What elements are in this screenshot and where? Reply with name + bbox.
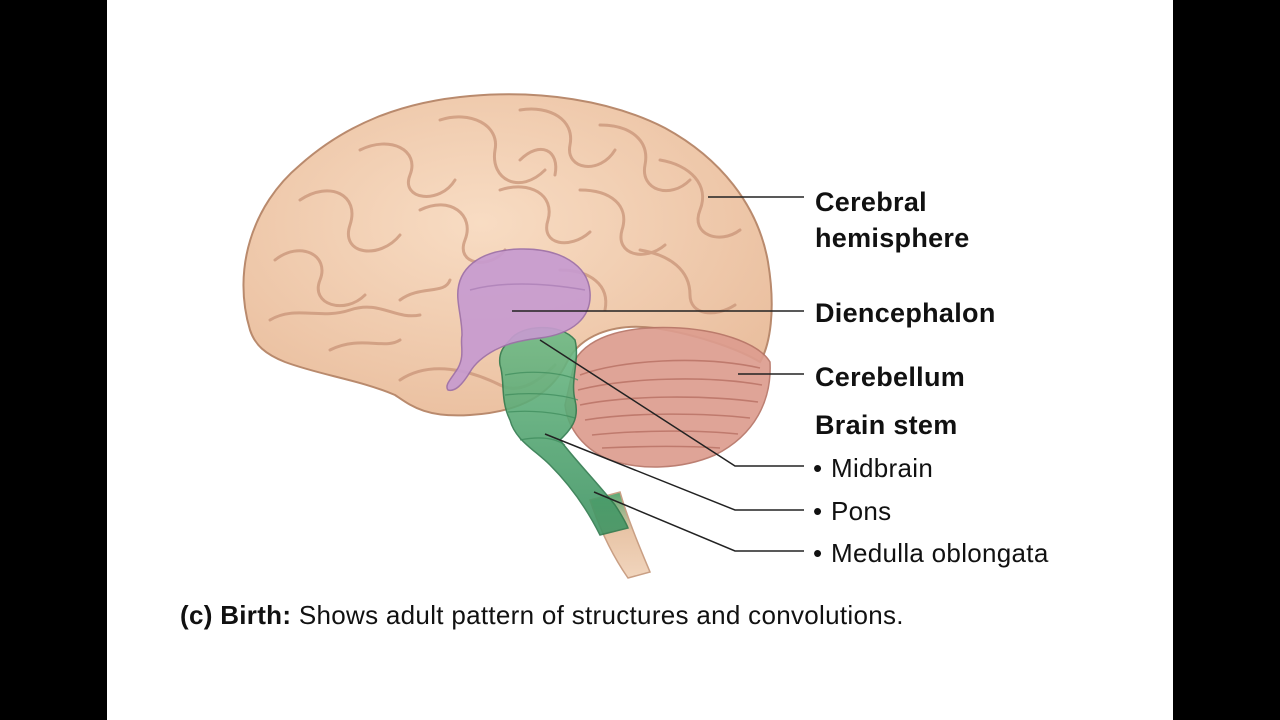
label-cerebral-line1: Cerebral xyxy=(815,187,927,217)
bullet: • xyxy=(813,453,823,483)
label-diencephalon: Diencephalon xyxy=(815,298,996,328)
label-pons: • Pons xyxy=(813,496,891,526)
leader-pons xyxy=(544,433,804,511)
bullet: • xyxy=(813,538,823,568)
label-midbrain: • Midbrain xyxy=(813,453,933,483)
label-pons-text: Pons xyxy=(831,496,892,526)
brain-stem xyxy=(498,326,629,536)
label-medulla: • Medulla oblongata xyxy=(813,538,1049,568)
label-cerebellum: Cerebellum xyxy=(815,362,966,392)
leader-lines xyxy=(512,196,804,552)
leader-medulla xyxy=(593,491,804,552)
leader-midbrain xyxy=(539,339,804,467)
cerebellum-folia xyxy=(577,359,763,449)
brain-stem-texture xyxy=(504,371,579,446)
diencephalon xyxy=(446,248,591,392)
figure-caption: (c) Birth: Shows adult pattern of struct… xyxy=(180,600,904,631)
label-brain-stem: Brain stem xyxy=(815,410,958,440)
label-cerebral-line2: hemisphere xyxy=(815,223,970,253)
cerebral-folds xyxy=(268,107,742,390)
caption-text: Shows adult pattern of structures and co… xyxy=(291,600,904,630)
caption-prefix: (c) Birth: xyxy=(180,600,292,630)
label-medulla-text: Medulla oblongata xyxy=(831,538,1049,568)
label-midbrain-text: Midbrain xyxy=(831,453,934,483)
bullet: • xyxy=(813,496,823,526)
